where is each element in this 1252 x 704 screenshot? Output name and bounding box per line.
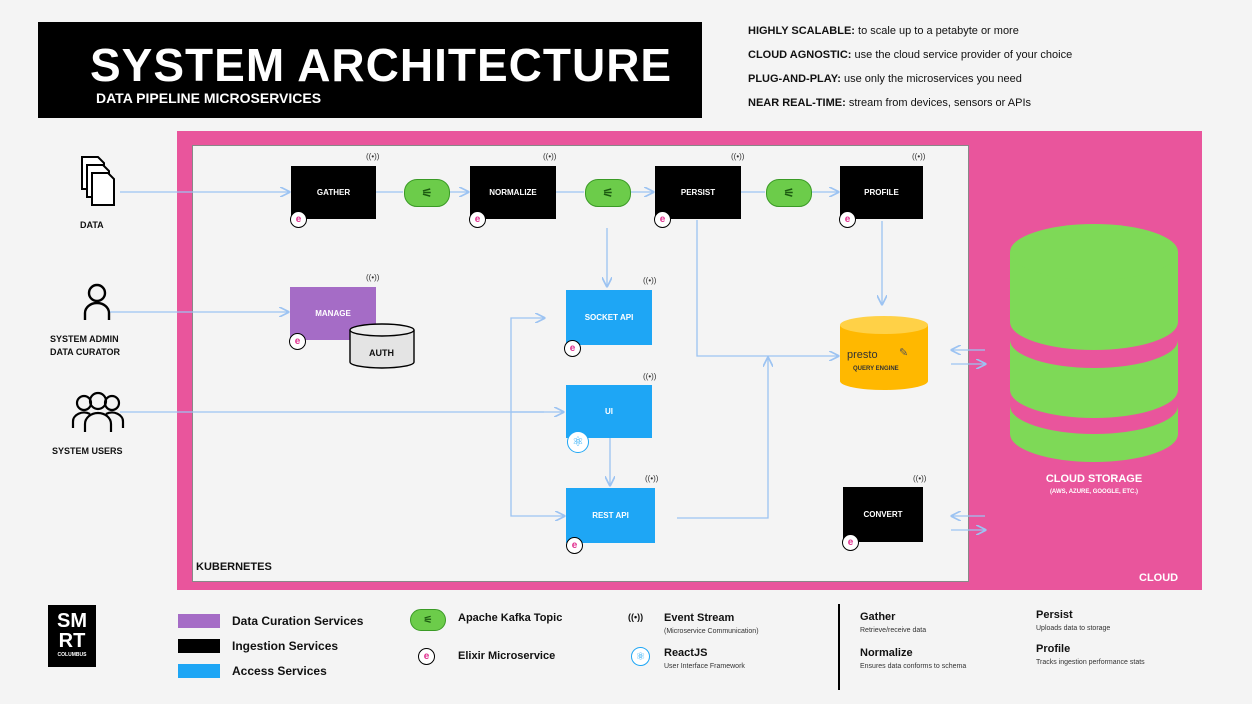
event-stream-icon: ((•)): [366, 152, 380, 161]
legend-elixir-icon: e: [418, 648, 435, 665]
ui-service: UI: [566, 385, 652, 438]
kubernetes-label: KUBERNETES: [196, 561, 272, 573]
event-stream-icon: ((•)): [366, 273, 380, 282]
admin-label-1: SYSTEM ADMIN: [50, 334, 119, 344]
elixir-icon: e: [839, 211, 856, 228]
kafka-topic-icon: ⚟: [766, 179, 812, 207]
feature-scalable: HIGHLY SCALABLE: to scale up to a petaby…: [748, 25, 1019, 37]
legend-access: Access Services: [232, 664, 327, 678]
elixir-icon: e: [289, 333, 306, 350]
normalize-service: NORMALIZE: [470, 166, 556, 219]
legend-event-stream-desc: (Microservice Communication): [664, 628, 759, 635]
legend-kafka: Apache Kafka Topic: [458, 612, 563, 624]
legend-swatch-ingestion: [178, 639, 220, 653]
cloud-label: CLOUD: [1139, 572, 1179, 584]
legend-ingestion: Ingestion Services: [232, 639, 339, 653]
definition-normalize-desc: Ensures data conforms to schema: [860, 663, 967, 670]
users-label: SYSTEM USERS: [52, 446, 123, 456]
admin-label-2: DATA CURATOR: [50, 347, 120, 357]
legend-react-icon: ⚛: [631, 647, 650, 666]
query-engine-label: QUERY ENGINE: [853, 366, 899, 372]
page-title: SYSTEM ARCHITECTURE: [90, 39, 673, 91]
smrt-logo: SM RT COLUMBUS: [48, 605, 96, 667]
query-engine-cylinder: [840, 316, 928, 390]
legend-swatch-access: [178, 664, 220, 678]
elixir-icon: e: [566, 537, 583, 554]
logo-line-3: COLUMBUS: [57, 652, 87, 658]
legend-kafka-icon: ⚟: [410, 609, 446, 631]
elixir-icon: e: [842, 534, 859, 551]
profile-service: PROFILE: [840, 166, 923, 219]
cloud-storage-database-icon: [1010, 224, 1178, 462]
title-banner: [38, 22, 702, 118]
feature-plug-and-play: PLUG-AND-PLAY: use only the microservice…: [748, 73, 1022, 85]
elixir-icon: e: [290, 211, 307, 228]
legend-swatch-curation: [178, 614, 220, 628]
legend-event-stream-icon: ((•)): [628, 612, 644, 622]
legend-data-curation: Data Curation Services: [232, 614, 364, 628]
event-stream-icon: ((•)): [645, 474, 659, 483]
event-stream-icon: ((•)): [543, 152, 557, 161]
presto-logo-text: presto: [847, 349, 878, 361]
logo-line-2: RT: [58, 630, 86, 652]
feature-cloud-agnostic: CLOUD AGNOSTIC: use the cloud service pr…: [748, 49, 1073, 61]
elixir-icon: e: [654, 211, 671, 228]
data-label: DATA: [80, 220, 104, 230]
user-icon: [83, 283, 111, 320]
definition-gather: Gather: [860, 611, 896, 623]
auth-database-icon: [349, 323, 415, 369]
socket-api-service: SOCKET API: [566, 290, 652, 345]
definition-profile: Profile: [1036, 643, 1071, 655]
event-stream-icon: ((•)): [643, 372, 657, 381]
definition-gather-desc: Retrieve/receive data: [860, 627, 927, 634]
feature-real-time: NEAR REAL-TIME: stream from devices, sen…: [748, 97, 1032, 109]
event-stream-icon: ((•)): [731, 152, 745, 161]
definition-profile-desc: Tracks ingestion performance stats: [1036, 659, 1145, 666]
logo-line-1: SM: [57, 610, 87, 632]
kafka-topic-icon: ⚟: [404, 179, 450, 207]
react-icon: ⚛: [567, 431, 589, 453]
persist-service: PERSIST: [655, 166, 741, 219]
page-subtitle: DATA PIPELINE MICROSERVICES: [96, 90, 322, 106]
event-stream-icon: ((•)): [643, 276, 657, 285]
gather-service: GATHER: [291, 166, 376, 219]
kafka-topic-icon: ⚟: [585, 179, 631, 207]
event-stream-icon: ((•)): [913, 474, 927, 483]
definition-persist-desc: Uploads data to storage: [1036, 625, 1111, 632]
legend-reactjs: ReactJS: [664, 647, 708, 659]
definition-persist: Persist: [1036, 609, 1073, 621]
cloud-storage-title: CLOUD STORAGE: [1045, 473, 1143, 485]
legend-reactjs-desc: User Interface Framework: [664, 663, 745, 670]
users-group-icon: [71, 391, 125, 432]
legend-event-stream: Event Stream: [664, 612, 735, 624]
elixir-icon: e: [469, 211, 486, 228]
definition-normalize: Normalize: [860, 647, 913, 659]
elixir-icon: e: [564, 340, 581, 357]
legend-elixir: Elixir Microservice: [458, 650, 556, 662]
auth-label: AUTH: [369, 348, 394, 358]
cloud-storage-subtitle: (AWS, AZURE, GOOGLE, ETC.): [1049, 489, 1139, 495]
rest-api-service: REST API: [566, 488, 655, 543]
convert-service: CONVERT: [843, 487, 923, 542]
data-files-icon: [81, 156, 115, 206]
event-stream-icon: ((•)): [912, 152, 926, 161]
legend-divider: [838, 604, 840, 690]
presto-rabbit-icon: ✎: [899, 347, 909, 359]
